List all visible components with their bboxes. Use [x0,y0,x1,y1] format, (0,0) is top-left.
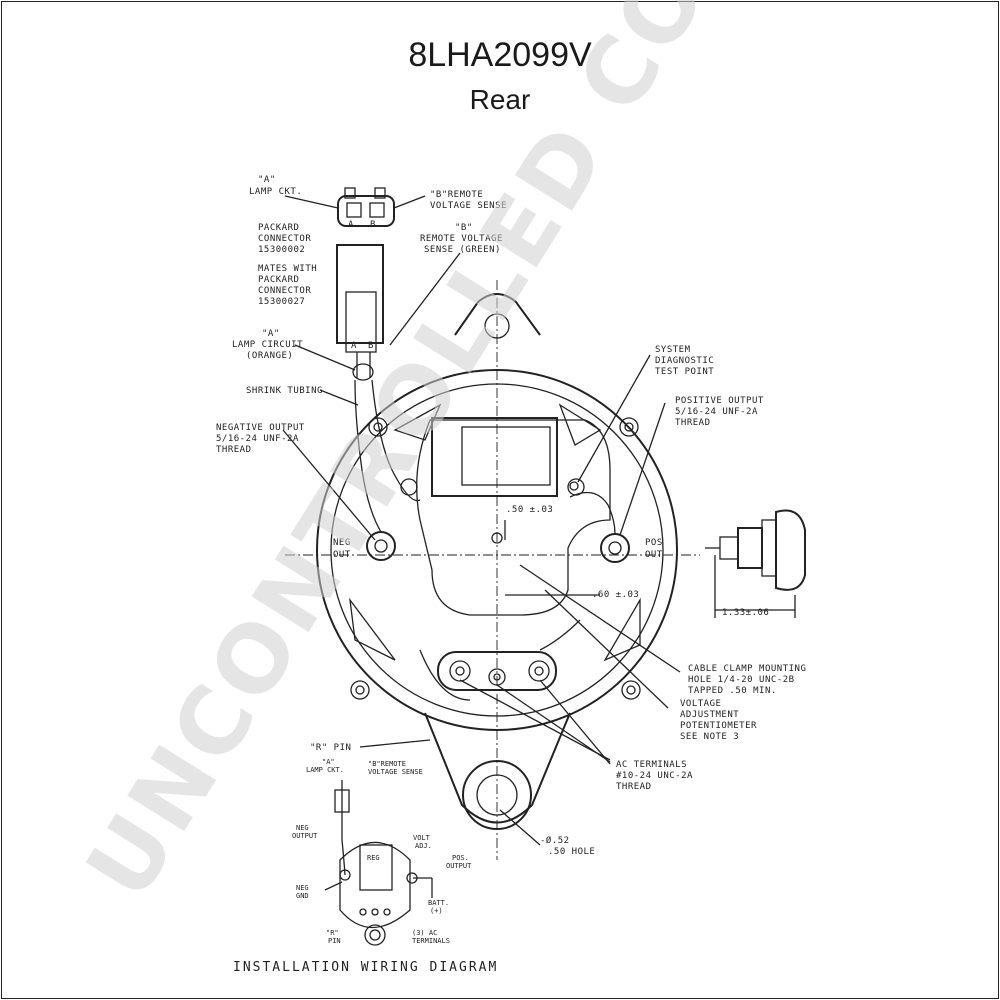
wd-label-neg-gnd: NEG GND [296,884,313,900]
wd-label-reg: REG [367,854,380,862]
label-shrink-tubing: SHRINK TUBING [246,386,323,396]
dimension-50: .50 ±.03 [506,505,553,515]
label-hole: -Ø.52 .50 HOLE [540,835,595,857]
label-neg-out: NEG OUT [333,538,357,560]
label-negative-output: NEGATIVE OUTPUT 5/16-24 UNF-2A THREAD [216,423,311,455]
wd-label-volt-adj: VOLT ADJ. [413,834,434,850]
label-positive-output: POSITIVE OUTPUT 5/16-24 UNF-2A THREAD [675,396,770,428]
installation-wiring-diagram [324,780,433,946]
label-voltage-adjustment: VOLTAGE ADJUSTMENT POTENTIOMETER SEE NOT… [680,699,763,742]
label-ac-terminals: AC TERMINALS #10-24 UNC-2A THREAD [616,760,699,792]
wd-label-neg-output: NEG OUTPUT [292,824,318,840]
part-number-title: 8LHA2099V [408,36,592,74]
wiring-diagram-title: INSTALLATION WIRING DIAGRAM [233,960,498,975]
label-a-lamp-circuit: "A" LAMP CIRCUIT (ORANGE) [232,329,309,361]
wd-label-a-lamp: "A" LAMP CKT. [306,758,344,774]
label-a-lamp-ckt: "A" LAMP CKT. [249,175,302,197]
wd-label-r-pin: "R" PIN [326,929,343,945]
label-mates-with: MATES WITH PACKARD CONNECTOR 15300027 [258,264,323,307]
wd-label-pos-output: POS. OUTPUT [446,854,473,870]
label-pin-b: B [368,341,374,351]
label-system-diagnostic: SYSTEM DIAGNOSTIC TEST POINT [655,345,720,377]
dimension-60: .60 ±.03 [592,590,639,600]
packard-connector [336,187,395,381]
wd-label-batt: BATT. (+) [428,899,453,915]
label-pin-a: A [351,341,357,351]
wd-label-ac-terminals: (3) AC TERMINALS [412,929,450,945]
label-b-remote-sense: "B"REMOTE VOLTAGE SENSE [430,190,507,211]
label-cable-clamp: CABLE CLAMP MOUNTING HOLE 1/4-20 UNC-2B … [688,664,812,696]
label-b-remote-green: "B" REMOTE VOLTAGE SENSE (GREEN) [420,223,509,255]
label-pin-a-top: A [348,220,354,230]
label-pin-b-top: B [370,220,376,230]
label-packard-connector: PACKARD CONNECTOR 15300002 [258,223,317,255]
view-subtitle: Rear [469,84,531,115]
label-r-pin: "R" PIN [310,743,351,753]
wd-label-b-remote: "B"REMOTE VOLTAGE SENSE [368,760,423,776]
alternator-body [316,293,678,830]
dimension-133: 1.33±.06 [722,608,769,618]
leader-lines [282,195,681,846]
label-pos-out: POS OUT [645,538,669,560]
pos-stud-side-view [705,509,806,618]
